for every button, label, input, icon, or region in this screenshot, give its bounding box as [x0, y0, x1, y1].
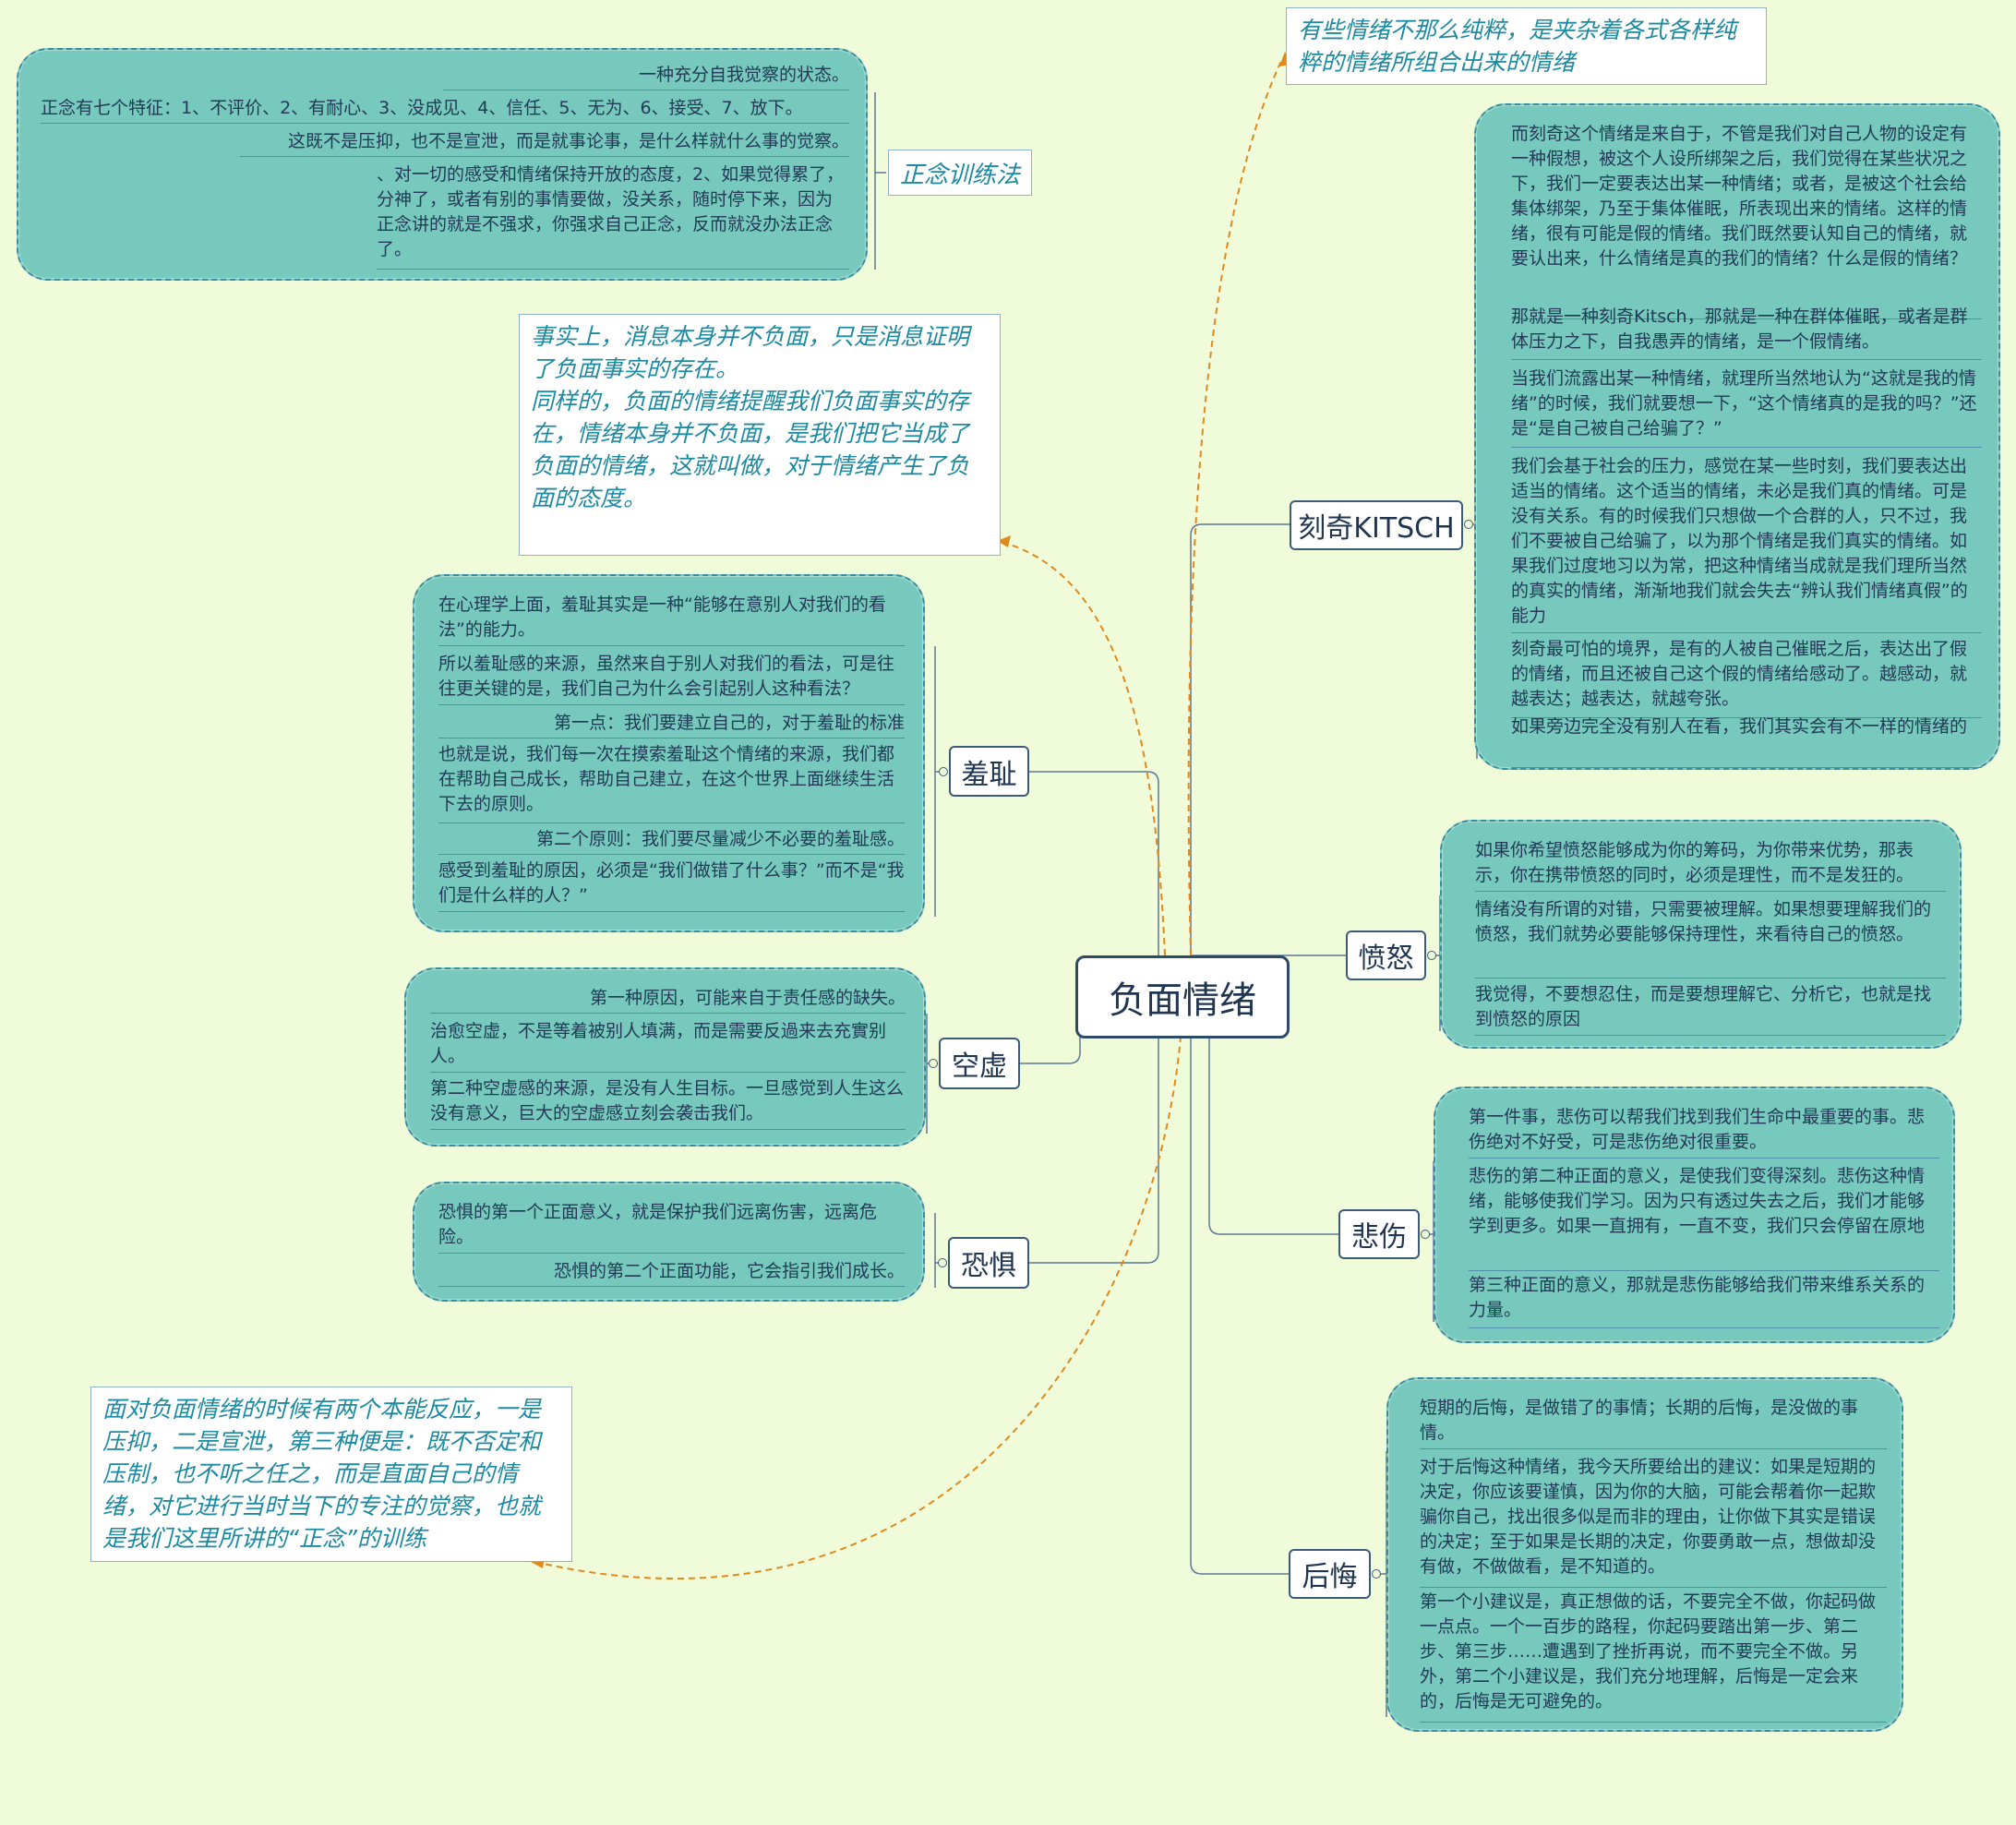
bracket-fear [934, 1213, 947, 1288]
notes-cloud-kitsch: 而刻奇这个情绪是来自于，不管是我们对自己人物的设定有一种假想，被这个人设所绑架之… [1474, 103, 2000, 770]
notes-cloud-mindfulness: 一种充分自我觉察的状态。 正念有七个特征：1、不评价、2、有耐心、3、没成见、4… [17, 48, 868, 281]
note-anger-1: 如果你希望愤怒能够成为你的筹码，为你带来优势，那表示，你在携带愤怒的同时，必须是… [1475, 838, 1946, 892]
note-regret-1: 短期的后悔，是做错了的事情；长期的后悔，是没做的事情。 [1420, 1396, 1887, 1449]
collapse-toggle-emptiness[interactable] [929, 1059, 938, 1068]
topic-emptiness[interactable]: 空虚 [939, 1038, 1020, 1089]
note-kitsch-2: 那就是一种刻奇Kitsch，那就是一种在群体催眠，或者是群体压力之下，自我愚弄的… [1511, 305, 1982, 360]
bracket-mindfulness [874, 92, 886, 270]
topic-anger[interactable]: 愤怒 [1346, 931, 1426, 980]
topic-mindfulness[interactable]: 正念训练法 [888, 150, 1032, 196]
collapse-toggle-sadness[interactable] [1421, 1230, 1430, 1239]
bracket-regret [1373, 1451, 1387, 1717]
link-center-kitsch [1190, 523, 1290, 955]
note-anger-3: 我觉得，不要想忍住，而是要想理解它、分析它，也就是找到愤怒的原因 [1475, 982, 1946, 1036]
note-fear-1: 恐惧的第一个正面意义，就是保护我们远离伤害，远离危险。 [438, 1200, 905, 1254]
link-center-emptiness [1020, 1025, 1081, 1064]
topic-sadness[interactable]: 悲伤 [1338, 1209, 1420, 1259]
link-center-shame [1029, 771, 1159, 955]
notes-cloud-emptiness: 第一种原因，可能来自于责任感的缺失。 治愈空虚，不是等着被别人填满，而是需要反過… [404, 967, 926, 1147]
note-sadness-1: 第一件事，悲伤可以帮我们找到我们生命中最重要的事。悲伤绝对不好受，可是悲伤绝对很… [1469, 1105, 1939, 1159]
note-kitsch-4: 我们会基于社会的压力，感觉在某一些时刻，我们要表达出适当的情绪。这个适当的情绪，… [1511, 454, 1982, 633]
note-emptiness-1: 第一种原因，可能来自于责任感的缺失。 [430, 986, 906, 1014]
callout-instinctive-response[interactable]: 面对负面情绪的时候有两个本能反应，一是压抑，二是宣泄，第三种便是：既不否定和压制… [90, 1387, 572, 1562]
note-regret-2: 对于后悔这种情绪，我今天所要给出的建议：如果是短期的决定，你应该要谨慎，因为你的… [1420, 1455, 1887, 1588]
note-mindfulness-4: 、对一切的感受和情绪保持开放的态度，2、如果觉得累了，分神了，或者有别的事情要做… [377, 162, 849, 270]
topic-fear[interactable]: 恐惧 [948, 1237, 1029, 1289]
collapse-toggle-anger[interactable] [1427, 951, 1436, 960]
note-shame-3: 第一点：我们要建立自己的，对于羞耻的标准 [438, 711, 905, 738]
notes-cloud-fear: 恐惧的第一个正面意义，就是保护我们远离伤害，远离危险。 恐惧的第二个正面功能，它… [413, 1182, 925, 1302]
collapse-toggle-regret[interactable] [1372, 1569, 1381, 1579]
topic-kitsch[interactable]: 刻奇KITSCH [1290, 500, 1463, 550]
note-regret-3: 第一个小建议是，真正想做的话，不要完全不做，你起码做一点点。一个一百步的路程，你… [1420, 1590, 1887, 1723]
note-anger-2: 情绪没有所谓的对错，只需要被理解。如果想要理解我们的愤怒，我们就势必要能够保持理… [1475, 897, 1946, 979]
callout-mixed-emotions[interactable]: 有些情绪不那么纯粹，是夹杂着各式各样纯粹的情绪所组合出来的情绪 [1286, 7, 1767, 85]
note-sadness-3: 第三种正面的意义，那就是悲伤能够给我们带来维系关系的力量。 [1469, 1273, 1939, 1328]
bracket-sadness [1422, 1161, 1434, 1322]
collapse-toggle-fear[interactable] [938, 1258, 947, 1267]
note-fear-2: 恐惧的第二个正面功能，它会指引我们成长。 [438, 1259, 905, 1287]
note-sadness-2: 悲伤的第二种正面的意义，是使我们变得深刻。悲伤这种情绪，能够使我们学习。因为只有… [1469, 1164, 1939, 1271]
bracket-emptiness [926, 1014, 938, 1134]
note-kitsch-1: 而刻奇这个情绪是来自于，不管是我们对自己人物的设定有一种假想，被这个人设所绑架之… [1511, 122, 1982, 319]
central-topic[interactable]: 负面情绪 [1075, 955, 1290, 1039]
note-mindfulness-3: 这既不是压抑，也不是宣泄，而是就事论事，是什么样就什么事的觉察。 [240, 129, 849, 157]
note-kitsch-6: 如果旁边完全没有别人在看，我们其实会有不一样的情绪的 [1511, 714, 1982, 768]
notes-cloud-shame: 在心理学上面，羞耻其实是一种“能够在意别人对我们的看法”的能力。 所以羞耻感的来… [413, 574, 925, 932]
note-shame-4: 也就是说，我们每一次在摸索羞耻这个情绪的来源，我们都在帮助自己成长，帮助自己建立… [438, 742, 905, 823]
note-shame-5: 第二个原则：我们要尽量减少不必要的羞耻感。 [438, 827, 905, 855]
note-shame-1: 在心理学上面，羞耻其实是一种“能够在意别人对我们的看法”的能力。 [438, 593, 905, 646]
link-center-fear [1029, 1025, 1159, 1264]
note-shame-6: 感受到羞耻的原因，必须是“我们做错了什么事？”而不是“我们是什么样的人？” [438, 858, 905, 912]
link-center-regret [1190, 1025, 1289, 1575]
note-mindfulness-1: 一种充分自我觉察的状态。 [443, 63, 849, 90]
note-kitsch-3: 当我们流露出某一种情绪，就理所当然地认为“这就是我的情绪”的时候，我们就要想一下… [1511, 366, 1982, 448]
relation-to-mixed [1187, 56, 1284, 956]
bracket-anger [1428, 895, 1441, 1031]
note-emptiness-3: 第二种空虚感的来源，是没有人生目标。一旦感觉到人生这么没有意义，巨大的空虚感立刻… [430, 1076, 906, 1130]
topic-shame[interactable]: 羞耻 [949, 746, 1029, 797]
topic-regret[interactable]: 后悔 [1289, 1549, 1371, 1599]
notes-cloud-regret: 短期的后悔，是做错了的事情；长期的后悔，是没做的事情。 对于后悔这种情绪，我今天… [1386, 1377, 1903, 1732]
note-mindfulness-2: 正念有七个特征：1、不评价、2、有耐心、3、没成见、4、信任、5、无为、6、接受… [41, 96, 849, 124]
note-emptiness-2: 治愈空虚，不是等着被别人填满，而是需要反過来去充實别人。 [430, 1019, 906, 1073]
note-kitsch-5: 刻奇最可怕的境界，是有的人被自己催眠之后，表达出了假的情绪，而且还被自己这个假的… [1511, 637, 1982, 718]
notes-cloud-anger: 如果你希望愤怒能够成为你的筹码，为你带来优势，那表示，你在携带愤怒的同时，必须是… [1440, 820, 1962, 1049]
note-shame-2: 所以羞耻感的来源，虽然来自于别人对我们的看法，可是往往更关键的是，我们自己为什么… [438, 652, 905, 705]
callout-facts[interactable]: 事实上，消息本身并不负面，只是消息证明了负面事实的存在。 同样的，负面的情绪提醒… [519, 314, 1001, 556]
bracket-shame [934, 646, 947, 917]
relation-to-response [534, 1024, 1182, 1580]
notes-cloud-sadness: 第一件事，悲伤可以帮我们找到我们生命中最重要的事。悲伤绝对不好受，可是悲伤绝对很… [1434, 1087, 1955, 1343]
relation-to-facts [1001, 541, 1166, 956]
collapse-toggle-shame[interactable] [939, 767, 948, 776]
collapse-toggle-kitsch[interactable] [1464, 520, 1473, 529]
link-center-sadness [1208, 1025, 1338, 1235]
arrowhead-facts [997, 535, 1011, 547]
